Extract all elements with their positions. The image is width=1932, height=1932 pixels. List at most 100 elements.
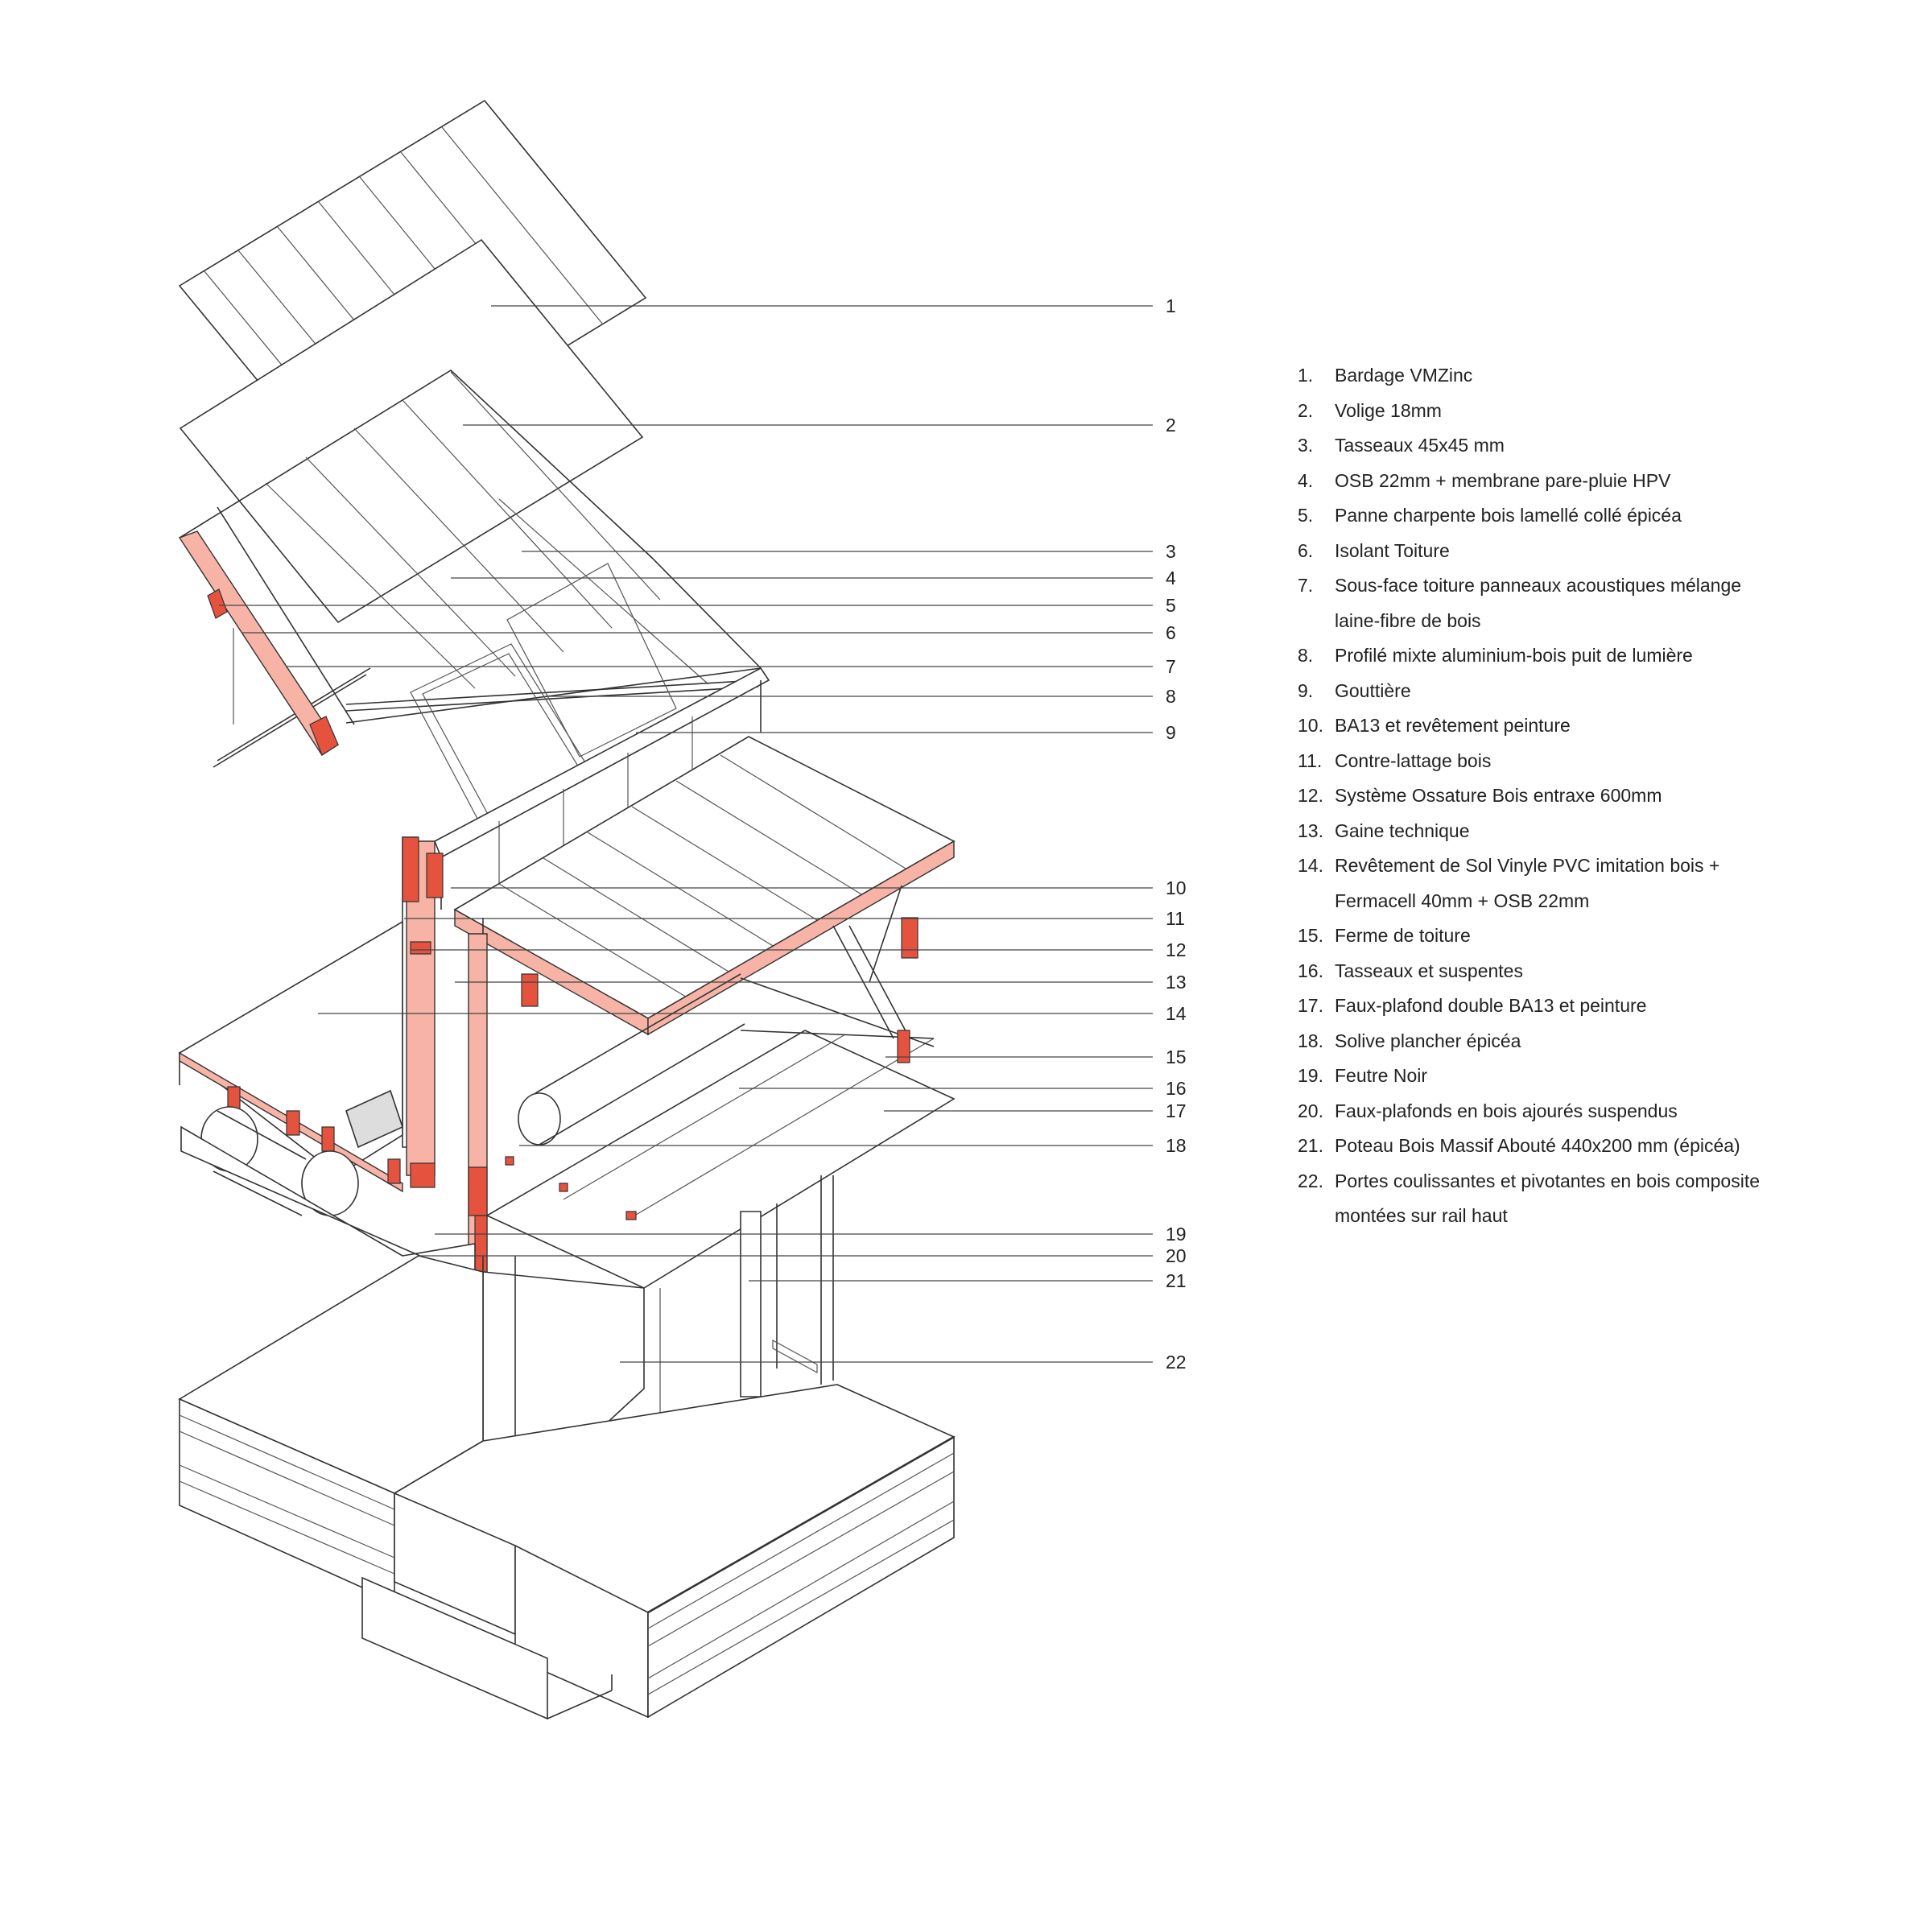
legend-text: Panne charpente bois lamellé collé épicé…: [1335, 505, 1682, 526]
legend-item: montées sur rail haut: [1298, 1204, 1893, 1240]
legend-item: 1. Bardage VMZinc: [1298, 364, 1893, 399]
volige-panel: [179, 238, 644, 624]
callout-5: 5: [1166, 595, 1176, 616]
legend-item: 20. Faux-plafonds en bois ajourés suspend…: [1298, 1100, 1893, 1135]
wall-section: [402, 836, 488, 1273]
roof-framing-layer: [178, 369, 762, 830]
legend-text: Poteau Bois Massif Abouté 440x200 mm (ép…: [1335, 1135, 1740, 1156]
legend-item: 21. Poteau Bois Massif Abouté 440x200 mm …: [1298, 1134, 1893, 1170]
legend-item: 4. OSB 22mm + membrane pare-pluie HPV: [1298, 469, 1893, 505]
legend-number: 22.: [1298, 1170, 1323, 1191]
legend-text: Isolant Toiture: [1335, 539, 1450, 561]
legend-number: 16.: [1298, 960, 1323, 981]
legend-text: Tasseaux et suspentes: [1335, 960, 1523, 981]
legend-number: 10.: [1298, 715, 1323, 736]
legend-text: Tasseaux 45x45 mm: [1335, 435, 1505, 456]
callout-11: 11: [1166, 908, 1185, 929]
callout-16: 16: [1166, 1078, 1187, 1099]
legend-item: 11. Contre-lattage bois: [1298, 749, 1893, 785]
legend-number: 15.: [1298, 925, 1323, 946]
legend-item: 12. Système Ossature Bois entraxe 600mm: [1298, 784, 1893, 819]
callout-21: 21: [1166, 1270, 1187, 1291]
callout-7: 7: [1166, 656, 1176, 677]
legend-item: 16. Tasseaux et suspentes: [1298, 960, 1893, 995]
legend-number: 11.: [1298, 749, 1323, 771]
legend-number: 6.: [1298, 539, 1314, 561]
legend-item: 13. Gaine technique: [1298, 819, 1893, 855]
callout-2: 2: [1166, 415, 1176, 436]
legend-number: 13.: [1298, 819, 1323, 841]
callout-10: 10: [1166, 877, 1187, 898]
callout-8: 8: [1166, 686, 1176, 707]
legend-number: 18.: [1298, 1030, 1323, 1051]
legend-item: 2. Volige 18mm: [1298, 399, 1893, 435]
legend-text: Bardage VMZinc: [1335, 365, 1473, 386]
legend-item: laine-fibre de bois: [1298, 609, 1893, 645]
foundation-block: [178, 1255, 956, 1720]
legend-number: 21.: [1298, 1135, 1323, 1156]
floor-deck-panel: [453, 736, 956, 1036]
legend-number: 9.: [1298, 679, 1314, 701]
legend-number: 7.: [1298, 575, 1314, 596]
legend-text: Contre-lattage bois: [1335, 749, 1492, 771]
legend-text: Revêtement de Sol Vinyle PVC imitation b…: [1335, 855, 1720, 876]
callout-6: 6: [1166, 622, 1176, 643]
legend-text: Feutre Noir: [1335, 1065, 1428, 1086]
legend-number: 17.: [1298, 995, 1323, 1016]
legend-text: Système Ossature Bois entraxe 600mm: [1335, 785, 1662, 806]
legend-item: 15. Ferme de toiture: [1298, 924, 1893, 960]
legend-text: Sous-face toiture panneaux acoustiques m…: [1335, 575, 1742, 596]
legend-number: 12.: [1298, 785, 1323, 806]
legend-item: 19. Feutre Noir: [1298, 1064, 1893, 1100]
legend-text: Volige 18mm: [1335, 399, 1442, 421]
legend-text: OSB 22mm + membrane pare-pluie HPV: [1335, 469, 1671, 491]
legend-item: 14. Revêtement de Sol Vinyle PVC imitatio…: [1298, 854, 1893, 890]
legend-item: Fermacell 40mm + OSB 22mm: [1298, 890, 1893, 925]
callout-20: 20: [1166, 1245, 1187, 1266]
legend-number: 3.: [1298, 435, 1314, 456]
legend-number: 20.: [1298, 1100, 1323, 1121]
legend-number: 19.: [1298, 1065, 1323, 1086]
leader-lines: [219, 305, 1153, 1363]
legend-item: 8. Profilé mixte aluminium-bois puit de l…: [1298, 644, 1893, 679]
legend-text: Solive plancher épicéa: [1335, 1030, 1521, 1051]
legend-item: 5. Panne charpente bois lamellé collé épi…: [1298, 504, 1893, 539]
legend-number: 8.: [1298, 645, 1314, 666]
legend-text: Ferme de toiture: [1335, 925, 1471, 946]
legend-text: Gaine technique: [1335, 819, 1470, 841]
legend-item: 9.Gouttière: [1298, 679, 1893, 715]
legend-number: 5.: [1298, 505, 1314, 526]
legend-text: montées sur rail haut: [1335, 1205, 1508, 1226]
legend-item: 7. Sous-face toiture panneaux acoustiques…: [1298, 574, 1893, 609]
callout-19: 19: [1166, 1224, 1187, 1245]
legend-text: Faux-plafonds en bois ajourés suspendus: [1335, 1100, 1678, 1121]
legend-text: Profilé mixte aluminium-bois puit de lum…: [1335, 645, 1693, 666]
callout-14: 14: [1166, 1003, 1187, 1024]
legend-list: 1. Bardage VMZinc 2. Volige 18mm 3. Tasseau…: [1298, 364, 1893, 1240]
legend-text: BA13 et revêtement peinture: [1335, 715, 1571, 736]
legend-item: 17. Faux-plafond double BA13 et peinture: [1298, 994, 1893, 1030]
legend-text: laine-fibre de bois: [1335, 609, 1481, 631]
legend-number: 1.: [1298, 365, 1314, 386]
callout-1: 1: [1166, 295, 1176, 316]
legend-number: 14.: [1298, 855, 1323, 876]
callout-18: 18: [1166, 1135, 1187, 1156]
legend-item: 10. BA13 et revêtement peinture: [1298, 714, 1893, 749]
callout-22: 22: [1166, 1352, 1187, 1373]
callout-13: 13: [1166, 972, 1187, 993]
legend-number: 2.: [1298, 399, 1314, 421]
legend-text: Portes coulissantes et pivotantes en boi…: [1335, 1170, 1761, 1191]
callout-numbers: 1 2 3 4 5 6 7 8 9 10 11 12 13 14 15 16 1…: [1166, 295, 1187, 1373]
legend-item: 18. Solive plancher épicéa: [1298, 1030, 1893, 1065]
legend-item: 22. Portes coulissantes et pivotantes en …: [1298, 1170, 1893, 1205]
legend-number: 4.: [1298, 469, 1314, 491]
callout-4: 4: [1166, 568, 1176, 588]
legend-item: 6. Isolant Toiture: [1298, 539, 1893, 575]
callout-12: 12: [1166, 939, 1187, 960]
callout-15: 15: [1166, 1046, 1187, 1067]
callout-9: 9: [1166, 722, 1176, 743]
legend-item: 3. Tasseaux 45x45 mm: [1298, 434, 1893, 469]
legend-text: Fermacell 40mm + OSB 22mm: [1335, 890, 1590, 911]
legend-text: Faux-plafond double BA13 et peinture: [1335, 995, 1647, 1016]
